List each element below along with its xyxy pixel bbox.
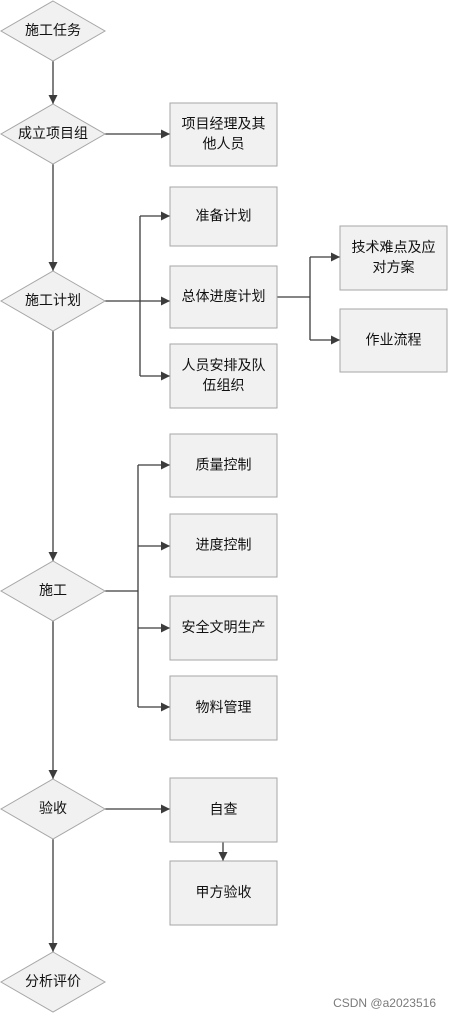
decision-label: 验收 [39,801,67,817]
decision-label: 分析评价 [25,974,81,990]
connector-s3-prep [140,211,170,221]
process-box-b_pm [169,102,278,167]
process-box-b_pm-label: 他人员 [203,137,245,153]
diamond-shape [0,778,107,840]
process-box-b_quality-label: 质量控制 [196,458,252,474]
connector-s1-s2 [48,61,58,104]
decision-s6: 分析评价 [0,951,107,1013]
process-box-b_self [169,777,278,843]
diamond-shape [0,270,107,332]
process-box-b_flow-label: 作业流程 [366,333,422,349]
process-box-b_pm-label: 项目经理及其 [182,117,266,133]
decision-s3: 施工计划 [0,270,107,332]
decision-s1: 施工任务 [0,0,107,62]
connector-s4-safety [138,623,170,633]
decision-label: 成立项目组 [18,126,88,142]
connector-s4-material [138,702,170,712]
connector-s3-s4 [48,331,58,561]
process-box-b_client-label: 甲方验收 [196,885,252,901]
process-box-b_quality [169,433,278,498]
connector-s4-progress [138,541,170,551]
connector-s4-s5 [48,621,58,779]
process-box-b_prep-label: 准备计划 [196,208,252,225]
process-box-b_self-label: 自查 [210,802,238,818]
watermark: CSDN @a2023516 [333,996,436,1010]
decision-label: 施工计划 [25,293,81,309]
process-box-b_tech [339,225,448,291]
diamond-shape [0,0,107,62]
process-box-b_staff-label: 伍组织 [203,378,245,394]
process-box-b_progress [169,513,278,578]
decision-s4: 施工 [0,560,107,622]
decision-label: 施工任务 [25,23,81,39]
connector-s5-s6 [48,839,58,952]
process-box-b_client [169,860,278,926]
connector-s3-overall [140,296,170,306]
process-box-b_staff-label: 人员安排及队 [182,358,266,374]
process-box-b_progress-label: 进度控制 [196,538,252,554]
connector-s4-quality [138,460,170,470]
connector-s2-pm [105,129,170,139]
diamond-shape [0,103,107,165]
process-box-b_flow [339,308,448,373]
process-box-b_tech-label: 技术难点及应 [352,239,436,256]
process-box-b_safety-label: 安全文明生产 [182,619,266,636]
decision-label: 施工 [39,583,67,599]
process-box-b_staff [169,343,278,409]
connector-self-client [218,842,228,861]
connector-s2-s3 [48,164,58,271]
connector-s3-staff [140,371,170,381]
process-box-b_tech-label: 对方案 [373,259,415,276]
diamond-shape [0,560,107,622]
connector-s5-self [105,804,170,814]
process-box-b_prep [169,186,278,247]
connector-overall-tech [310,252,340,262]
process-box-b_overall-label: 总体进度计划 [182,289,266,305]
process-box-b_material [169,675,278,741]
process-box-b_material-label: 物料管理 [196,700,252,716]
connectors [48,61,340,952]
process-box-b_safety [169,595,278,661]
decision-s5: 验收 [0,778,107,840]
connector-overall-flow [310,335,340,345]
process-box-b_overall [169,265,278,329]
decision-s2: 成立项目组 [0,103,107,165]
diamond-shape [0,951,107,1013]
